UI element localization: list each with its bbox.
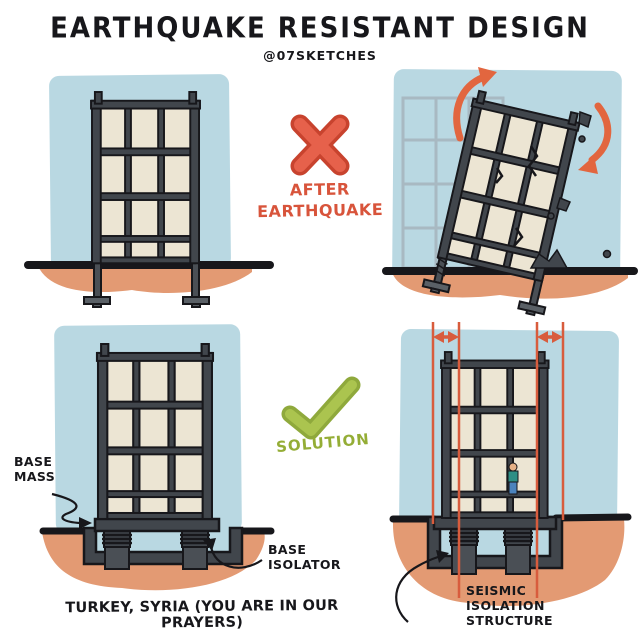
- seismic-isolation-label: SEISMIC ISOLATION STRUCTURE: [466, 583, 553, 628]
- poster-title: EARTHQUAKE RESISTANT DESIGN: [50, 12, 590, 46]
- double-arrow-icon: [537, 331, 563, 343]
- base-isolator-icon: [501, 527, 535, 547]
- earth-ground: [38, 266, 252, 293]
- sway-arrow-down-icon: [578, 102, 612, 174]
- panel-solution: [39, 324, 275, 591]
- movement-range-lines: [431, 322, 565, 598]
- x-mark-icon: [290, 114, 350, 176]
- crack-marks: [495, 145, 539, 247]
- dedication-text: TURKEY, SYRIA (YOU ARE IN OUR PRAYERS): [65, 597, 339, 632]
- panel-seismic-isolation: [389, 322, 632, 623]
- ground-line: [552, 513, 632, 522]
- building-intact: [89, 90, 202, 265]
- isolator-pedestals: [451, 544, 531, 575]
- falling-debris: [529, 110, 612, 269]
- earth-ground: [392, 272, 628, 299]
- base-isolator-icon: [447, 527, 481, 547]
- base-isolator-label: BASE ISOLATOR: [268, 542, 341, 572]
- sway-arrow-up-icon: [453, 67, 497, 142]
- credit-handle: @07SKETCHES: [263, 48, 377, 63]
- base-mass-slab: [93, 517, 221, 533]
- base-mass-leader-arrow: [51, 492, 92, 529]
- broken-column-hatch: [434, 257, 448, 277]
- footing-icon: [83, 296, 111, 308]
- base-isolator-leader-arrow: [203, 538, 263, 569]
- footing-icon: [182, 296, 210, 308]
- building-tilted: [421, 88, 583, 319]
- building-isolated: [95, 342, 215, 521]
- base-isolator-icon: [100, 529, 134, 549]
- after-earthquake-label: AFTER EARTHQUAKE: [256, 179, 384, 221]
- building-isolated: [439, 350, 550, 520]
- person-figure: [507, 462, 519, 495]
- base-isolator-icon: [178, 529, 212, 549]
- double-arrow-icon: [433, 331, 459, 343]
- isolator-pedestals: [104, 546, 208, 570]
- base-mass-label: BASE MASS: [14, 454, 56, 484]
- panel-before-earthquake: [24, 74, 274, 308]
- check-mark-icon: [281, 376, 361, 440]
- panel-after-earthquake: [382, 67, 638, 319]
- seismic-leader-arrow: [395, 550, 449, 623]
